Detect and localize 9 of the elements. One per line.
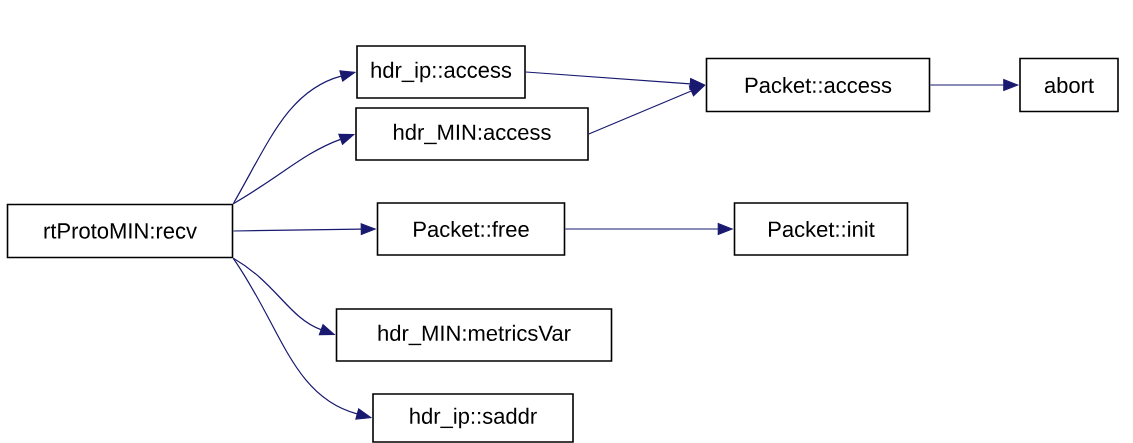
function-box: rtProtoMIN:recv xyxy=(6,203,234,259)
function-box: hdr_MIN:metricsVar xyxy=(335,308,613,362)
function-box: Packet::init xyxy=(733,202,909,256)
function-box: Packet::access xyxy=(705,57,931,113)
function-box: hdr_ip::access xyxy=(356,45,526,99)
function-box: Packet::free xyxy=(376,202,566,256)
function-box: hdr_ip::saddr xyxy=(372,393,574,443)
function-box: hdr_MIN:access xyxy=(355,107,589,161)
function-box: abort xyxy=(1019,57,1119,113)
